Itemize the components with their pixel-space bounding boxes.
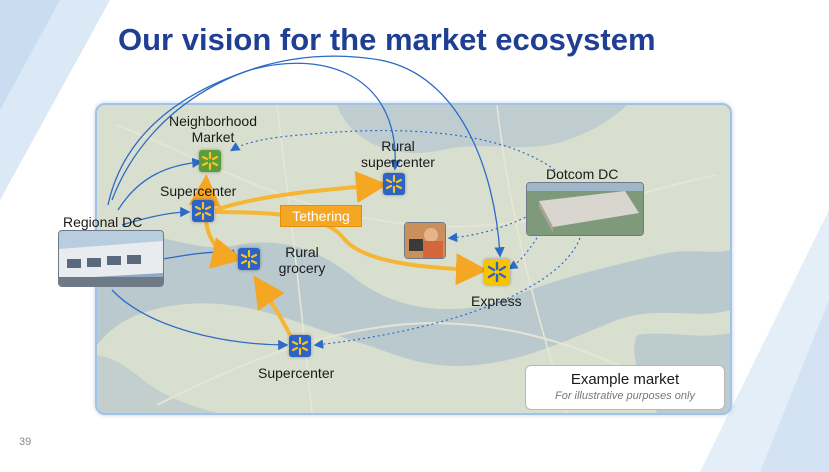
tethering-badge: Tethering — [280, 205, 362, 227]
express-label: Express — [471, 293, 522, 309]
supercenter-bottom-label: Supercenter — [258, 365, 335, 381]
tablet-shopper-photo — [404, 222, 446, 259]
neighborhood-market-icon — [199, 150, 221, 172]
dotcom-dc-label: Dotcom DC — [546, 166, 619, 182]
regional-dc-photo — [58, 230, 164, 287]
page-number: 39 — [19, 436, 32, 448]
example-market-note: For illustrative purposes only — [554, 390, 695, 402]
supercenter-top-icon — [192, 200, 214, 222]
regional-dc-label: Regional DC — [63, 214, 143, 230]
rural-supercenter-label: Rural supercenter — [361, 138, 435, 170]
neighborhood-market-label: Neighborhood Market — [169, 113, 257, 145]
rural-grocery-icon — [238, 248, 260, 270]
rural-supercenter-icon — [383, 173, 405, 195]
dotcom-dc-photo — [526, 182, 644, 236]
page-title: Our vision for the market ecosystem — [118, 22, 656, 57]
supercenter-bottom-icon — [289, 335, 311, 357]
example-market-title: Example market — [570, 371, 680, 388]
supercenter-top-label: Supercenter — [160, 183, 237, 199]
rural-grocery-label: Rural grocery — [278, 244, 326, 276]
example-market-box: Example market For illustrative purposes… — [525, 365, 725, 410]
